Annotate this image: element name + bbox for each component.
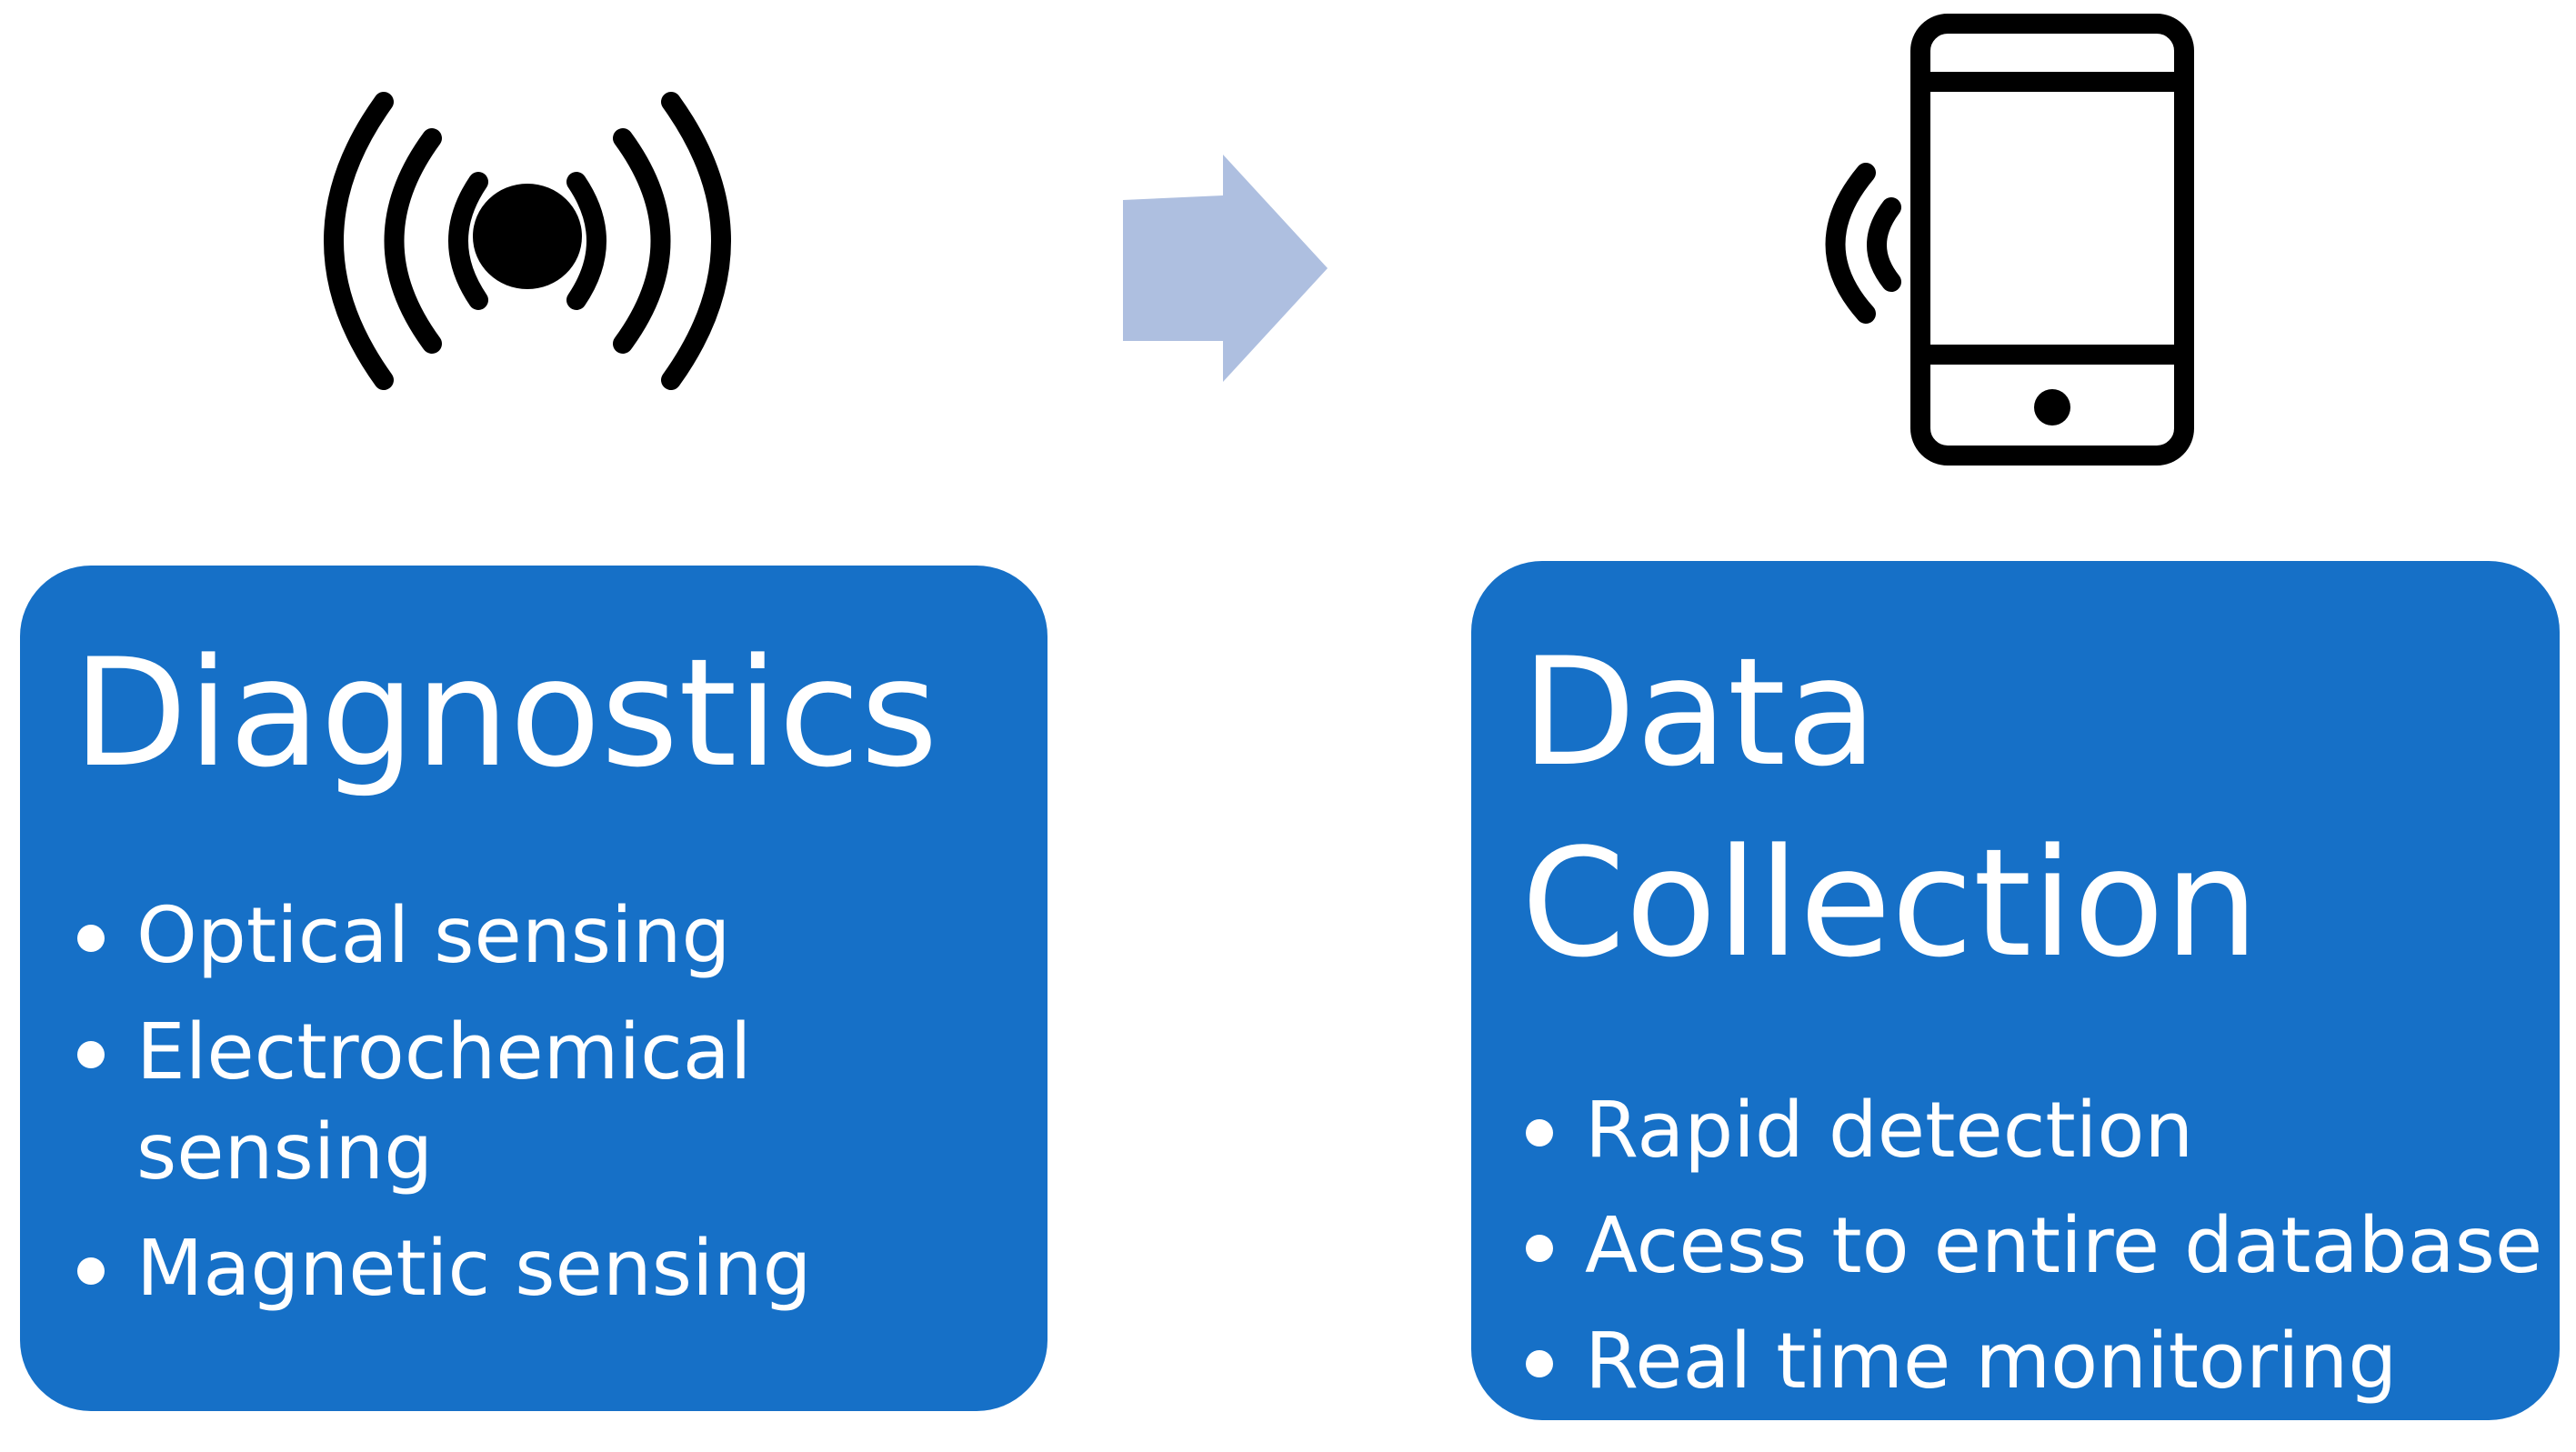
data-collection-box: Data Collection Rapid detection Acess to… — [1471, 561, 2560, 1420]
bullet-dot-icon — [1526, 1350, 1553, 1377]
bullet-dot-icon — [77, 1257, 105, 1285]
bullet-dot-icon — [77, 925, 105, 952]
list-item: Magnetic sensing — [73, 1219, 982, 1319]
data-collection-list: Rapid detection Acess to entire database… — [1521, 1081, 2549, 1412]
list-item: Optical sensing — [73, 886, 982, 986]
list-item: Electrochemical sensing — [73, 1003, 864, 1203]
bullet-dot-icon — [1526, 1235, 1553, 1262]
list-item: Acess to entire database — [1521, 1197, 2549, 1297]
diagnostics-title: Diagnostics — [73, 626, 938, 800]
bullet-dot-icon — [77, 1041, 105, 1068]
diagnostics-list: Optical sensing Electrochemical sensing … — [73, 886, 982, 1319]
right-arrow-icon — [1123, 155, 1337, 386]
list-item: Rapid detection — [1521, 1081, 2549, 1181]
diagnostics-box: Diagnostics Optical sensing Electrochemi… — [20, 566, 1047, 1411]
list-item: Real time monitoring — [1521, 1312, 2549, 1412]
data-collection-title: Data Collection — [1521, 626, 2260, 990]
bullet-dot-icon — [1526, 1119, 1553, 1147]
smartphone-signal-icon — [1800, 14, 2200, 468]
wireless-signal-icon — [300, 82, 755, 400]
